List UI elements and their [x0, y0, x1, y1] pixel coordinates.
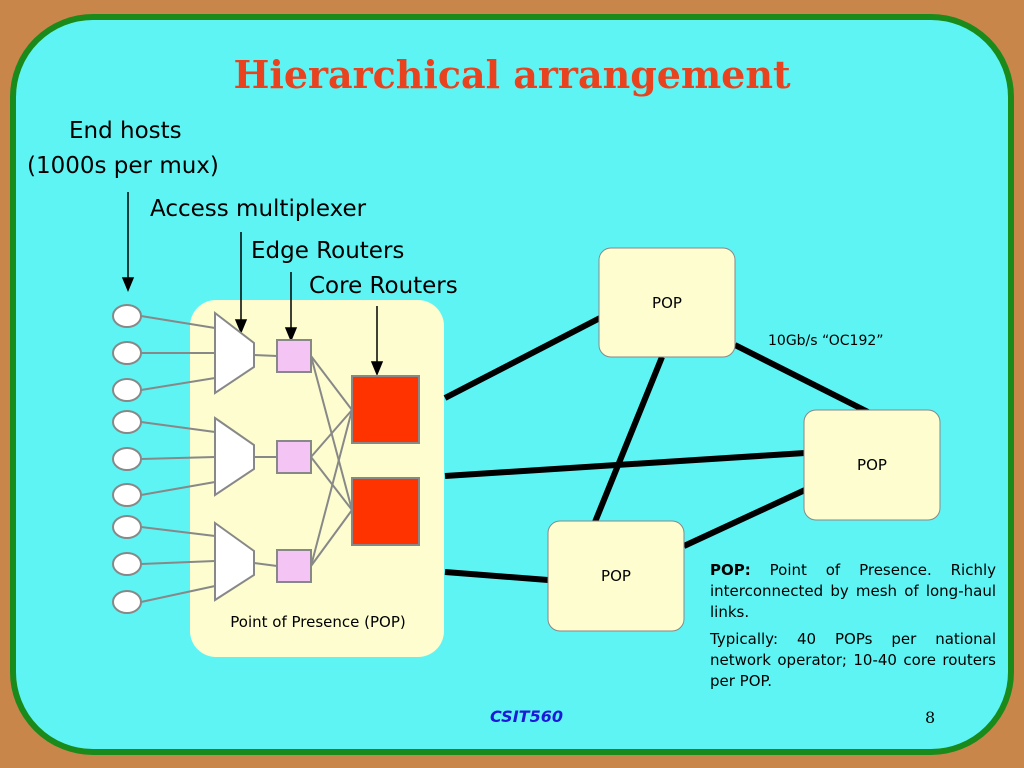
edge-routers-label: Edge Routers [251, 238, 405, 264]
end-hosts-label: End hosts [69, 118, 182, 144]
end-host [112, 483, 142, 507]
core-router [351, 477, 420, 546]
pop-description: POP: Point of Presence. Richly interconn… [710, 560, 996, 698]
pop-definition: POP: Point of Presence. Richly interconn… [710, 560, 996, 623]
edge-routers [276, 339, 312, 583]
pop-nodes [547, 247, 941, 632]
pop-caption: Point of Presence (POP) [230, 613, 406, 631]
end-host [112, 341, 142, 365]
end-host [112, 590, 142, 614]
access-multiplexer [214, 310, 255, 395]
host-links [140, 315, 216, 603]
label-arrows [121, 192, 384, 376]
end-host [112, 515, 142, 539]
edge-router [276, 440, 312, 474]
mux-edge-links [253, 354, 278, 567]
end-host [112, 447, 142, 471]
access-multiplexer [214, 521, 255, 602]
end-host [112, 304, 142, 328]
edge-core-links [310, 355, 353, 567]
pop-node-top-label: POP [652, 294, 682, 312]
pop-node-right [803, 409, 941, 521]
long-haul-links [443, 315, 870, 583]
end-hosts [112, 304, 142, 614]
access-multiplexers [214, 310, 255, 602]
core-routers-label: Core Routers [309, 273, 458, 299]
pop-term: POP: [710, 561, 751, 579]
core-router [351, 375, 420, 444]
course-footer: CSIT560 [490, 707, 563, 726]
page-number: 8 [925, 708, 936, 727]
end-hosts-sublabel: (1000s per mux) [27, 153, 219, 179]
pop-node-right-label: POP [857, 456, 887, 474]
pop-node-bottom-label: POP [601, 567, 631, 585]
pop-typical: Typically: 40 POPs per national network … [710, 630, 996, 690]
access-multiplexer [214, 416, 255, 497]
end-host [112, 552, 142, 576]
pop-definition-text: Point of Presence. Richly interconnected… [710, 561, 996, 621]
access-mux-label: Access multiplexer [150, 196, 367, 222]
end-host [112, 378, 142, 402]
edge-router [276, 549, 312, 583]
core-routers [351, 375, 420, 546]
edge-router [276, 339, 312, 373]
end-host [112, 410, 142, 434]
pop-node-bottom [547, 520, 685, 632]
link-speed-label: 10Gb/s “OC192” [768, 333, 884, 349]
pop-node-top [598, 247, 736, 358]
slide-title: Hierarchical arrangement [233, 52, 791, 97]
